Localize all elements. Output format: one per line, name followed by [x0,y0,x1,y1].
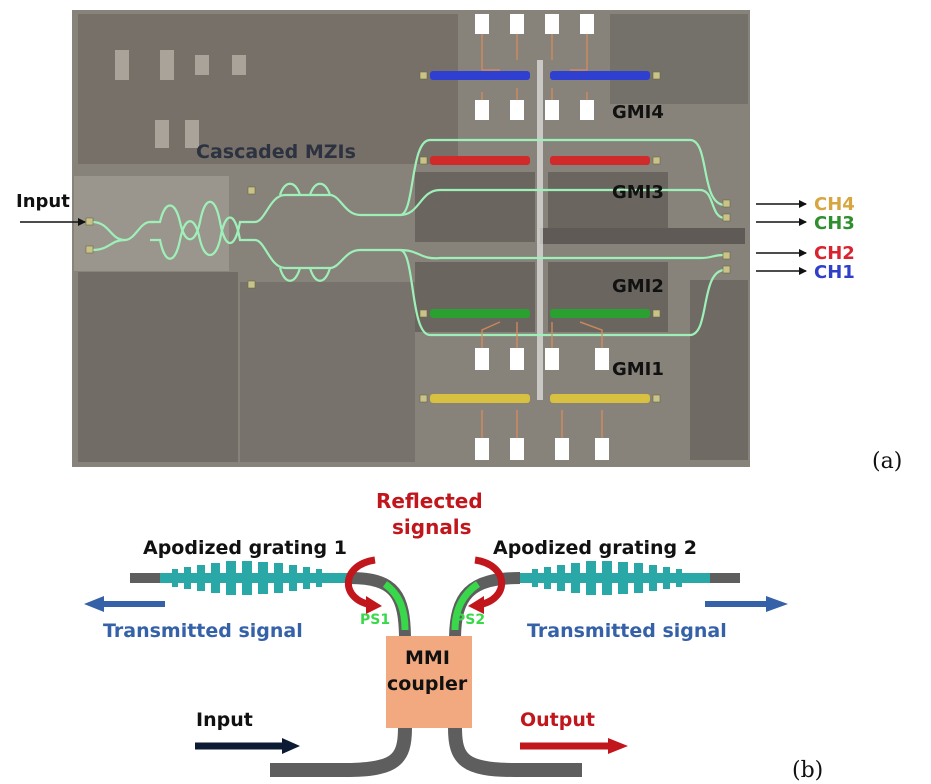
mmi-label-line2: coupler [387,673,468,695]
gmi4-label: GMI4 [612,102,664,123]
right-top-region [610,14,748,104]
ch4-label: CH4 [814,194,855,215]
ps2-label: PS2 [455,612,485,628]
apodized-grating-2 [520,561,710,595]
reflected-arrow-right [474,556,506,609]
gmi2-grating-left [430,309,530,318]
panel-a-tag: (a) [872,449,902,474]
dark-strip [540,228,745,244]
couplers [85,71,731,403]
bottom-left-region [78,272,238,462]
transmitted-right-label: Transmitted signal [527,620,727,642]
panel-b-tag: (b) [792,758,823,783]
apodized-grating-1 [160,561,350,595]
pads-left [115,50,246,148]
gratings [430,71,650,403]
electrode-traces [481,34,603,438]
waveguides [91,138,726,337]
output-label: Output [520,709,595,731]
chip-micrograph [72,10,750,467]
center-bus [537,60,543,400]
gmi2-box-right [548,262,668,332]
gmi2-box-left [415,262,535,332]
gmi3-label: GMI3 [612,182,664,203]
ps1-label: PS1 [360,612,390,628]
gmi4-grating-left [430,71,530,80]
right-bottom-region [690,280,748,460]
gmi1-label: GMI1 [612,359,664,380]
channel-arrows [756,200,807,275]
gmi3-box-left [415,172,535,242]
gmi1-grating-right [550,394,650,403]
transmitted-left-label: Transmitted signal [103,620,303,642]
grating1-label: Apodized grating 1 [143,537,347,559]
input-waveguide [270,727,412,777]
bottom-mid-region [240,282,415,462]
ch2-label: CH2 [814,243,855,264]
mzi-label: Cascaded MZIs [196,141,356,163]
gmi2-grating-right [550,309,650,318]
phase-shifter-2 [451,581,481,631]
mmi-device-schematic [84,556,788,777]
mmi-label-line1: MMI [405,647,450,669]
ch1-label: CH1 [814,262,855,283]
right-bend-waveguide [449,572,521,641]
reflected-label-line1: Reflected [376,489,483,513]
ch3-label: CH3 [814,213,855,234]
gmi3-grating-left [430,156,530,165]
gmi1-grating-left [430,394,530,403]
reflected-arrow-left [344,556,376,609]
top-left-region [78,14,458,164]
pads-top [475,14,609,460]
mmi-coupler-block [386,636,472,728]
gmi2-label: GMI2 [612,276,664,297]
grating2-label: Apodized grating 2 [493,537,697,559]
gmi3-grating-right [550,156,650,165]
input-label-a: Input [16,191,70,212]
input-label-b: Input [196,709,253,731]
phase-shifter-1 [382,581,409,631]
output-waveguide [448,727,582,777]
reflected-label-line2: signals [392,515,472,539]
left-bend-waveguide [349,572,411,641]
gmi4-grating-right [550,71,650,80]
